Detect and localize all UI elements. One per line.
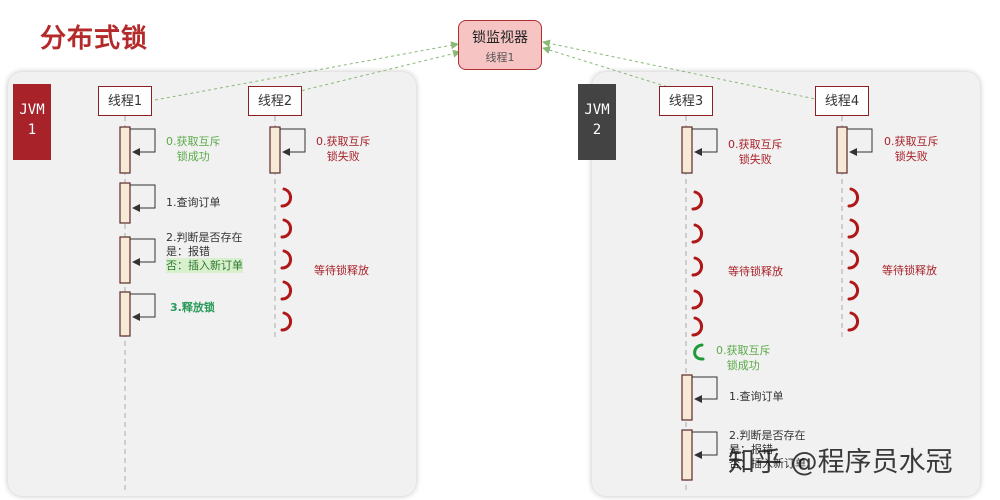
t4-wait-label: 等待锁释放 (882, 264, 937, 277)
jvm2-panel (592, 72, 980, 496)
jvm1-badge: JVM 1 (13, 84, 51, 160)
jvm1-panel (8, 72, 416, 496)
t1-exists-error-label: 是：报错 (166, 245, 210, 258)
t1-query-order-label: 1.查询订单 (166, 196, 221, 209)
thread-4-box: 线程4 (815, 86, 869, 116)
lock-monitor-name: 锁监视器 (472, 30, 528, 46)
self-call-arrows (130, 128, 873, 459)
t3-query-order-label: 1.查询订单 (729, 390, 784, 403)
lock-monitor-box: 锁监视器 线程1 (458, 20, 542, 70)
t2-acquire-fail-label: 0.获取互斥 锁失败 (316, 135, 371, 163)
wait-loops-thread4 (847, 187, 859, 332)
jvm2-label: JVM 2 (584, 102, 610, 138)
jvm2-badge: JVM 2 (578, 84, 616, 160)
monitor-connectors (154, 39, 821, 101)
acquired-loop-thread3 (693, 343, 705, 361)
lock-monitor-owner: 线程1 (485, 51, 515, 64)
jvm1-label: JVM 1 (19, 102, 45, 138)
t3-check-exists-label: 2.判断是否存在 (729, 429, 806, 442)
watermark-text: 知乎 @程序员水冠 (728, 447, 953, 478)
t3-acquire-success-label: 0.获取互斥 锁成功 (716, 344, 771, 372)
t1-check-exists-label: 2.判断是否存在 (166, 231, 243, 244)
wait-loops-thread3 (691, 190, 703, 337)
wait-loops-thread2 (280, 187, 292, 332)
t4-acquire-fail-label: 0.获取互斥 锁失败 (884, 135, 939, 163)
t3-insert-order-label: 否：插入新订单 (729, 457, 806, 470)
t1-insert-order-label: 否：插入新订单 (166, 258, 243, 273)
thread-2-box: 线程2 (248, 86, 302, 116)
thread-3-box: 线程3 (659, 86, 713, 116)
t2-wait-label: 等待锁释放 (314, 264, 369, 277)
activation-bars (119, 126, 848, 481)
t3-wait-label: 等待锁释放 (728, 265, 783, 278)
page-title: 分布式锁 (40, 24, 149, 54)
t1-acquire-success-label: 0.获取互斥 锁成功 (166, 135, 221, 163)
t1-release-lock-label: 3.释放锁 (170, 301, 215, 314)
thread-1-box: 线程1 (98, 86, 152, 116)
t3-exists-error-label: 是：报错 (729, 443, 773, 456)
t3-acquire-fail-label: 0.获取互斥 锁失败 (728, 138, 783, 166)
